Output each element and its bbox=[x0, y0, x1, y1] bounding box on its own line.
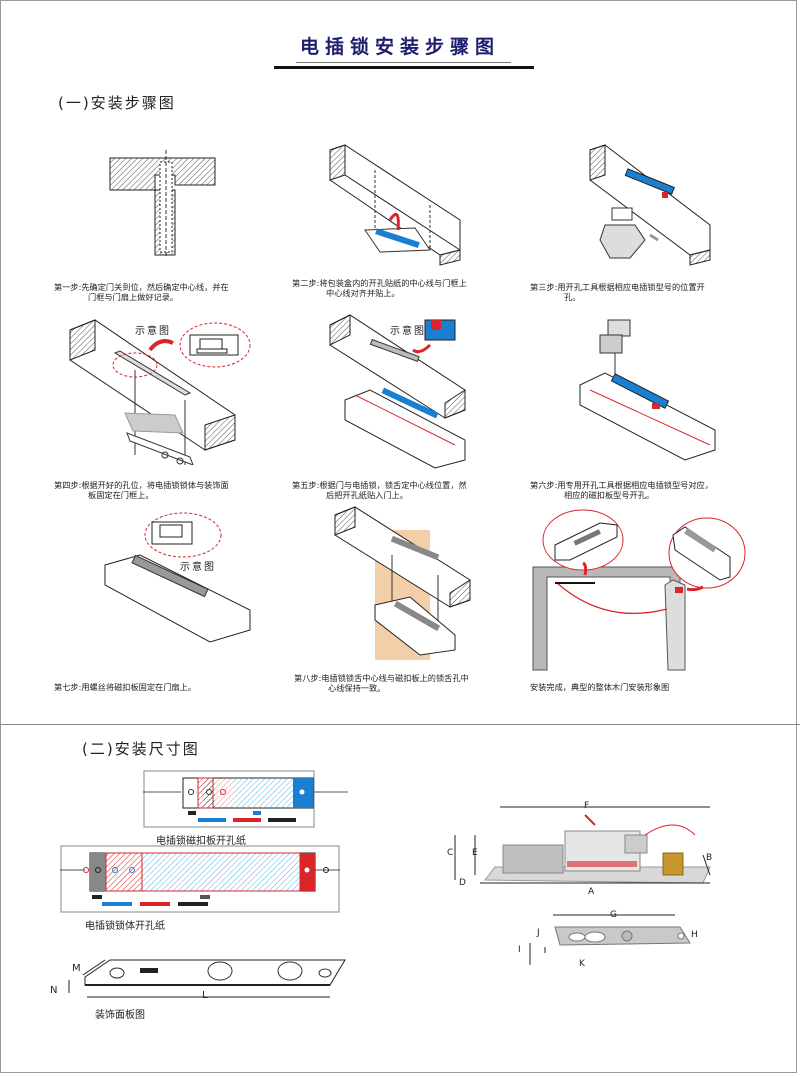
step9-illustration bbox=[532, 509, 746, 671]
step7-illustration bbox=[104, 512, 251, 643]
step6-line2: 相应的磁扣板型号开孔。 bbox=[564, 490, 655, 500]
dim-label-n: N bbox=[50, 985, 58, 996]
dim-label-i: I bbox=[518, 945, 521, 955]
section-heading-dimensions: (二)安装尺寸图 bbox=[82, 740, 200, 758]
step4-line1: 根据开好的孔位，将电插锁锁体与装饰面 bbox=[81, 480, 229, 490]
step3-line1: 用开孔工具根据相应电插锁型号的位置开 bbox=[557, 282, 705, 292]
dim-label-a: A bbox=[588, 887, 595, 897]
step1-prefix: 第一步: bbox=[54, 282, 82, 292]
lock-body-figure bbox=[454, 806, 711, 884]
step8-prefix: 第八步: bbox=[294, 673, 322, 683]
step2-line2: 中心线对齐并贴上。 bbox=[326, 288, 400, 298]
step4-illustration bbox=[69, 319, 251, 465]
step8-line2: 心线保持一致。 bbox=[328, 683, 386, 693]
step6-line1: 用专用开孔工具根据相应电插锁型号对应， bbox=[557, 480, 713, 490]
step1-caption: 第一步:先确定门关到位，然后确定中心线，并在 门框与门扇上做好记录。 bbox=[54, 282, 229, 302]
step3-illustration bbox=[589, 144, 711, 266]
step7-prefix: 第七步: bbox=[54, 682, 82, 692]
body-template-figure bbox=[60, 845, 340, 913]
step6-illustration bbox=[579, 319, 716, 461]
step8-caption: 第八步:电插锁锁舌中心线与磁扣板上的锁舌孔中 心线保持一致。 bbox=[294, 673, 469, 693]
strike-plate-figure bbox=[529, 914, 691, 965]
step5-illustration bbox=[329, 314, 466, 469]
page-title: 电插锁安装步骤图 bbox=[299, 36, 500, 58]
step3-caption: 第三步:用开孔工具根据相应电插锁型号的位置开 孔。 bbox=[530, 282, 705, 302]
step4-caption: 第四步:根据开好的孔位，将电插锁锁体与装饰面 板固定在门框上。 bbox=[54, 480, 229, 500]
step6-caption: 第六步:用专用开孔工具根据相应电插锁型号对应， 相应的磁扣板型号开孔。 bbox=[530, 480, 713, 500]
step7-caption: 第七步:用螺丝将磁扣板固定在门扇上。 bbox=[54, 682, 196, 692]
strike-template-label: 电插锁磁扣板开孔纸 bbox=[156, 836, 246, 847]
step6-prefix: 第六步: bbox=[530, 480, 558, 490]
body-template-label: 电插锁锁体开孔纸 bbox=[85, 921, 165, 932]
dim-label-j: J bbox=[537, 928, 540, 938]
step1-illustration bbox=[109, 150, 216, 258]
step3-line2: 孔。 bbox=[564, 292, 581, 302]
step8-illustration bbox=[334, 506, 471, 660]
title-underline-thin bbox=[296, 62, 511, 63]
step2-illustration bbox=[329, 144, 461, 266]
step5-caption: 第五步:根据门与电插锁，锁舌定中心线位置，然 后把开孔纸贴入门上。 bbox=[292, 480, 467, 500]
title-underline-thick bbox=[274, 66, 534, 69]
step7-callout-label: 示意图 bbox=[180, 562, 216, 573]
faceplate-figure bbox=[68, 959, 346, 998]
step5-callout-label: 示意图 bbox=[390, 326, 426, 337]
step7-line1: 用螺丝将磁扣板固定在门扇上。 bbox=[81, 682, 196, 692]
faceplate-label: 装饰面板图 bbox=[95, 1010, 145, 1021]
step3-prefix: 第三步: bbox=[530, 282, 558, 292]
section-heading-steps: (一)安装步骤图 bbox=[58, 94, 176, 112]
dim-label-e: E bbox=[472, 848, 478, 858]
step8-line1: 电插锁锁舌中心线与磁扣板上的锁舌孔中 bbox=[321, 673, 469, 683]
step5-prefix: 第五步: bbox=[292, 480, 320, 490]
step5-line1: 根据门与电插锁，锁舌定中心线位置，然 bbox=[319, 480, 467, 490]
step4-callout-label: 示意图 bbox=[135, 326, 171, 337]
step5-line2: 后把开孔纸贴入门上。 bbox=[326, 490, 408, 500]
dim-label-d: D bbox=[459, 878, 466, 888]
dim-label-g: G bbox=[610, 910, 617, 920]
dim-label-k: K bbox=[579, 959, 585, 969]
strike-template-figure bbox=[143, 770, 348, 828]
step9-line1: 安装完成，典型的整体木门安装形象图 bbox=[530, 682, 670, 692]
step1-line2: 门框与门扇上做好记录。 bbox=[88, 292, 179, 302]
dim-label-h: H bbox=[691, 930, 698, 940]
dim-label-b: B bbox=[706, 853, 713, 863]
step2-prefix: 第二步: bbox=[292, 278, 320, 288]
step2-caption: 第二步:将包装盒内的开孔贴纸的中心线与门框上 中心线对齐并贴上。 bbox=[292, 278, 467, 298]
step9-caption: 安装完成，典型的整体木门安装形象图 bbox=[530, 682, 669, 692]
step4-line2: 板固定在门框上。 bbox=[88, 490, 154, 500]
step4-prefix: 第四步: bbox=[54, 480, 82, 490]
dim-label-m: M bbox=[72, 963, 81, 974]
section-divider bbox=[0, 724, 800, 725]
dim-label-c: C bbox=[447, 848, 454, 858]
dim-label-f: F bbox=[584, 801, 590, 811]
step1-line1: 先确定门关到位，然后确定中心线，并在 bbox=[81, 282, 229, 292]
dim-label-l: L bbox=[202, 990, 208, 1001]
step2-line1: 将包装盒内的开孔贴纸的中心线与门框上 bbox=[319, 278, 467, 288]
